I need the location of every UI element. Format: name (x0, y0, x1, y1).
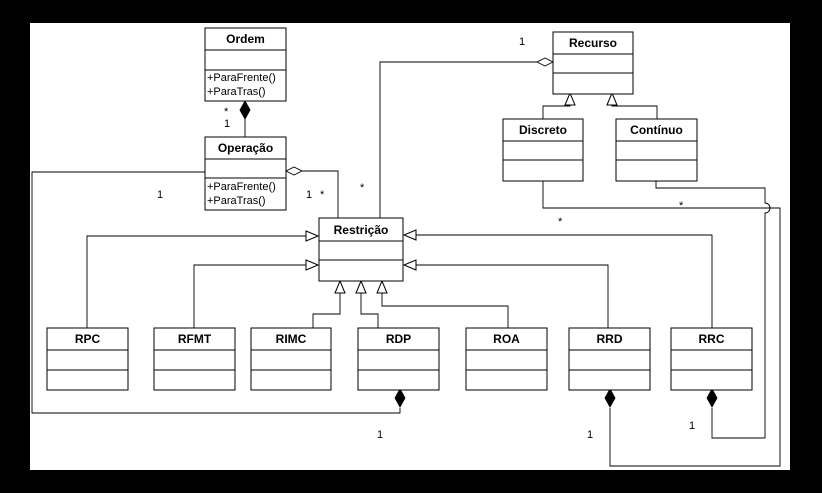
class-continuo-name: Contínuo (630, 123, 683, 137)
diamonds (239, 57, 718, 408)
operacao-rdp-link (31, 171, 401, 414)
discreto-rrd-link (542, 180, 781, 467)
class-rdp: RDP (357, 327, 440, 391)
class-restricao: Restrição (318, 217, 404, 282)
recurso-aggregation-diamond (535, 57, 555, 67)
mult-ordem-star: * (224, 106, 229, 118)
rdp-composition-diamond (394, 388, 406, 408)
mult-operacao-left-one: 1 (157, 189, 163, 201)
rpc-generalization (86, 236, 318, 328)
class-ordem-name: Ordem (226, 32, 265, 46)
mult-operacao-star: * (320, 189, 325, 201)
class-rrd: RRD (568, 327, 651, 391)
rrc-generalization (404, 235, 713, 328)
class-rdp-name: RDP (386, 332, 411, 346)
class-rimc-name: RIMC (276, 332, 307, 346)
mult-discreto-star: * (558, 216, 563, 228)
ordem-op-paratras: +ParaTras() (207, 86, 266, 98)
class-ordem: Ordem +ParaFrente() +ParaTras() (204, 27, 287, 102)
class-operacao: Operação +ParaFrente() +ParaTras() (204, 136, 287, 211)
rrd-composition-diamond (604, 388, 616, 408)
rfmt-generalization (193, 265, 318, 328)
class-rfmt: RFMT (153, 327, 236, 391)
class-rrc-name: RRC (699, 332, 725, 346)
mult-recurso-star: * (360, 182, 365, 194)
mult-recurso-one: 1 (519, 36, 525, 48)
multiplicity-labels: * 1 1 * 1 1 * * * 1 1 1 (157, 36, 695, 441)
mult-rrc-one: 1 (689, 420, 695, 432)
class-restricao-name: Restrição (334, 223, 389, 237)
class-recurso: Recurso (552, 31, 634, 95)
class-rpc-name: RPC (75, 332, 101, 346)
mult-rrd-one: 1 (587, 429, 593, 441)
class-roa: ROA (465, 327, 548, 391)
class-continuo: Contínuo (615, 118, 698, 182)
operacao-restricao-link (301, 170, 339, 218)
mult-operacao-one: 1 (306, 189, 312, 201)
mult-rdp-one: 1 (377, 429, 383, 441)
operacao-op-parafrente: +ParaFrente() (207, 181, 276, 193)
class-rrd-name: RRD (597, 332, 623, 346)
rdp-generalization (361, 281, 379, 328)
class-rimc: RIMC (250, 327, 332, 391)
class-rpc: RPC (46, 327, 129, 391)
class-operacao-name: Operação (218, 141, 273, 155)
mult-ordem-one: 1 (224, 118, 230, 130)
diagram-sheet (30, 23, 790, 470)
rrd-generalization (404, 265, 609, 328)
operacao-op-paratras: +ParaTras() (207, 195, 266, 207)
class-roa-name: ROA (493, 332, 520, 346)
discreto-generalization (542, 93, 570, 119)
continuo-rrc-link (655, 180, 771, 439)
class-discreto-name: Discreto (519, 123, 567, 137)
ordem-op-parafrente: +ParaFrente() (207, 72, 276, 84)
roa-generalization (382, 281, 509, 328)
class-rrc: RRC (670, 327, 753, 391)
rrc-composition-diamond (706, 388, 718, 408)
mult-continuo-star: * (679, 200, 684, 212)
connectors (31, 61, 781, 467)
continuo-generalization (612, 93, 658, 119)
class-rfmt-name: RFMT (178, 332, 212, 346)
class-recurso-name: Recurso (569, 36, 617, 50)
class-discreto: Discreto (502, 118, 584, 182)
ordem-composition-diamond (239, 100, 251, 120)
rimc-generalization (312, 281, 340, 328)
recurso-restricao-link (379, 61, 538, 218)
